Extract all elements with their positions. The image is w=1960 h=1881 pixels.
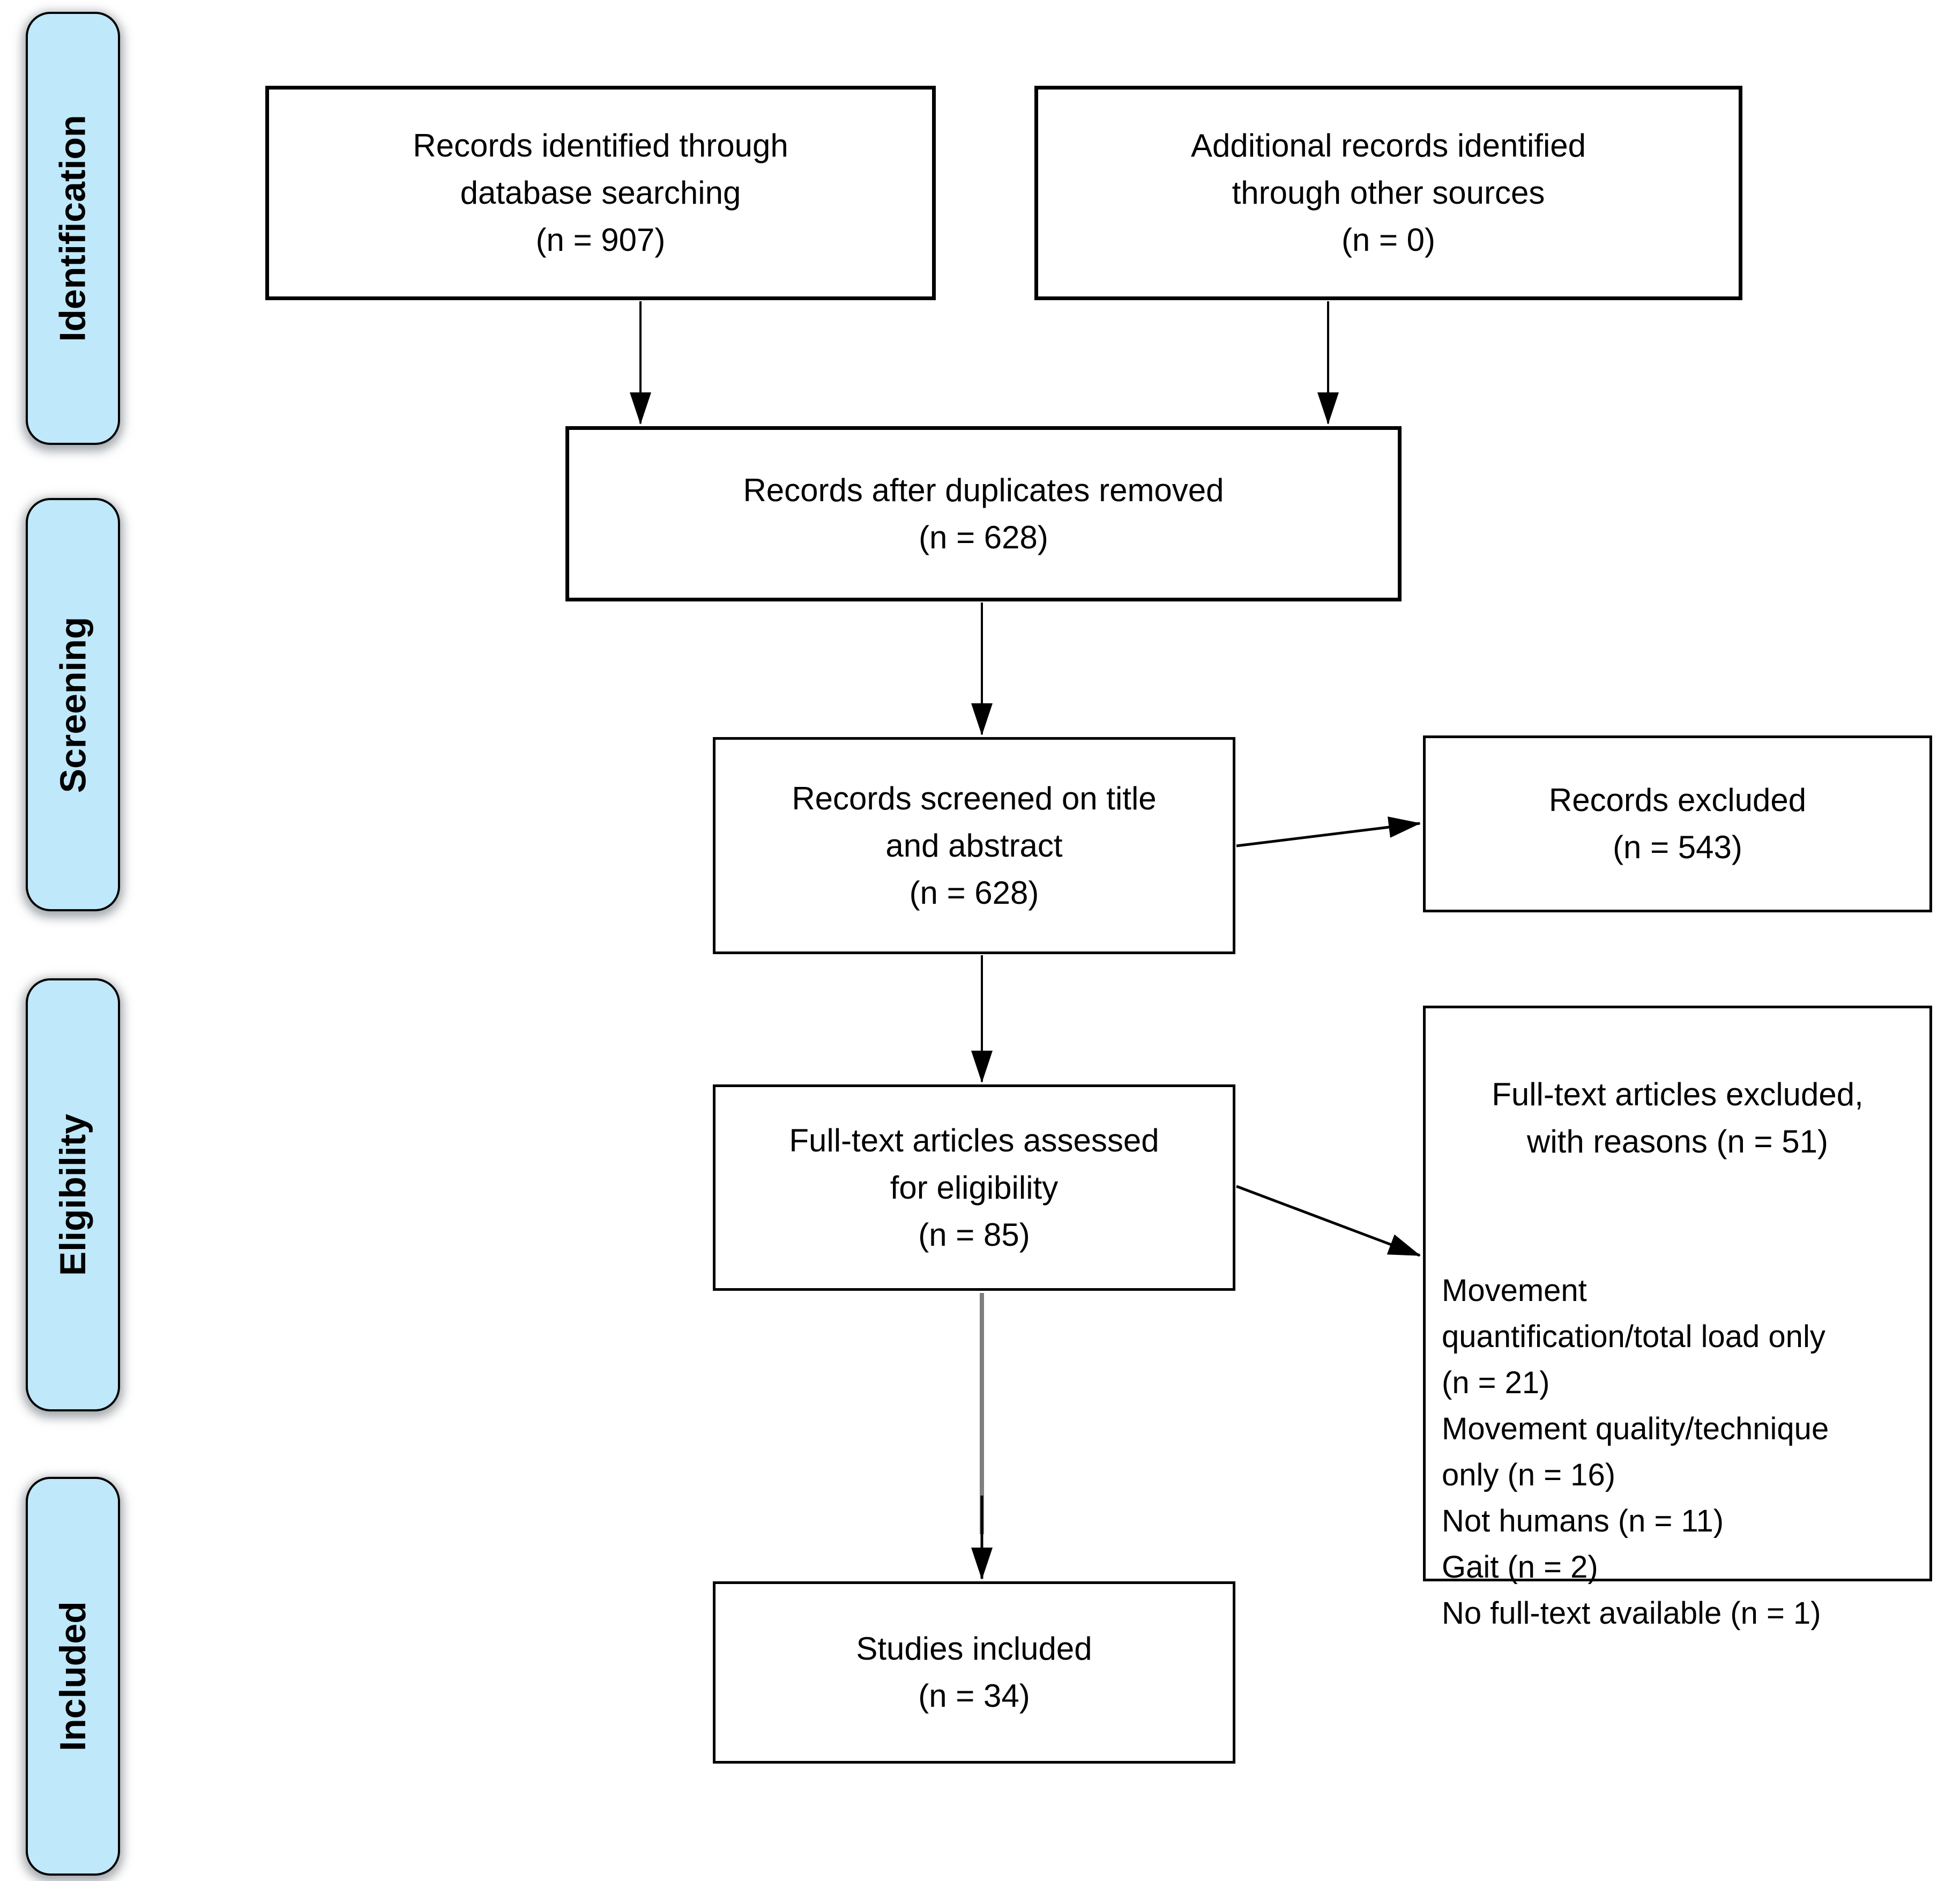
stage-label-identification: Identification — [53, 115, 94, 342]
box-fulltext-assessed: Full-text articles assessed for eligibil… — [713, 1084, 1235, 1291]
stage-identification: Identification — [26, 12, 120, 445]
box-studies-included: Studies included (n = 34) — [713, 1581, 1235, 1764]
fulltext-excluded-heading: Full-text articles excluded, with reason… — [1492, 1076, 1864, 1159]
stage-label-included: Included — [53, 1601, 94, 1751]
stage-screening: Screening — [26, 498, 120, 911]
box-records-screened: Records screened on title and abstract (… — [713, 737, 1235, 954]
arrow-screened-to-excluded — [1236, 816, 1421, 847]
stage-included: Included — [26, 1477, 120, 1876]
stage-label-screening: Screening — [53, 616, 93, 793]
box-fulltext-excluded: Full-text articles excluded, with reason… — [1423, 1006, 1932, 1631]
box-records-excluded: Records excluded (n = 543) — [1423, 735, 1932, 912]
box-records-identified: Records identified through database sear… — [265, 86, 936, 300]
stage-label-eligibility: Eligibility — [53, 1113, 93, 1276]
fulltext-excluded-reasons: Movement quantification/total load only … — [1442, 1273, 1829, 1631]
box-additional-records: Additional records identified through ot… — [1034, 86, 1742, 300]
stage-eligibility: Eligibility — [26, 978, 120, 1411]
box-duplicates-removed: Records after duplicates removed (n = 62… — [565, 426, 1402, 601]
arrow-fulltext-to-reasons — [1236, 1185, 1421, 1257]
